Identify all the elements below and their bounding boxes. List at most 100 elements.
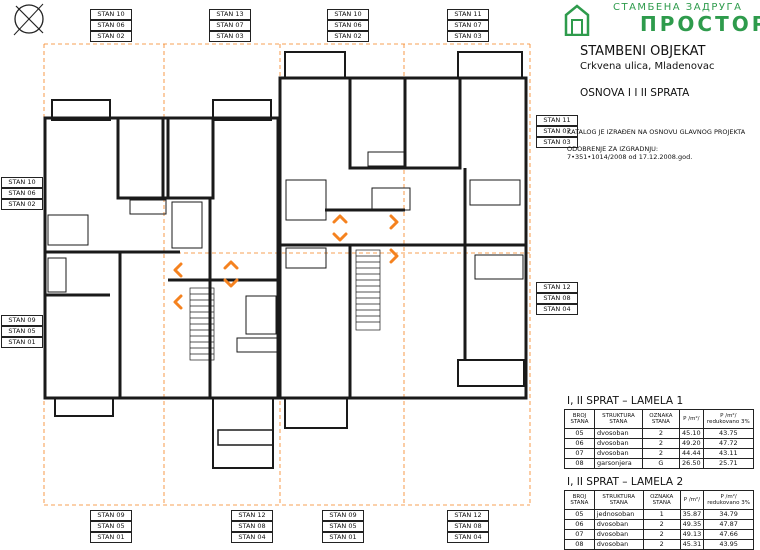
stan-label-bot-c-1: STAN 09 xyxy=(322,510,364,521)
stan-label-bot-b-3: STAN 04 xyxy=(231,532,273,543)
cell-povrsina: 44.44 xyxy=(679,448,704,459)
stan-label-bot-c-2: STAN 05 xyxy=(322,521,364,532)
table-row: 06 dvosoban 2 49.20 47.72 xyxy=(563,438,755,449)
stan-label-left-b-1: STAN 09 xyxy=(1,315,43,326)
cell-povrsina-red: 47.72 xyxy=(702,438,755,449)
lamela1-title: I, II SPRAT – LAMELA 1 xyxy=(567,395,684,407)
table-header-row: BROJ STANA STRUKTURA STANA OZNAKA STANA … xyxy=(563,409,755,429)
building-walls xyxy=(43,51,528,469)
stan-label-top-a-3: STAN 02 xyxy=(90,31,132,42)
stan-label-top-d-3: STAN 03 xyxy=(447,31,489,42)
cell-povrsina: 49.20 xyxy=(679,438,704,449)
cell-povrsina: 45.10 xyxy=(679,428,704,439)
cell-struktura: dvosoban xyxy=(593,529,644,540)
stan-label-left-b-3: STAN 01 xyxy=(1,337,43,348)
header-struktura: STRUKTURA STANA xyxy=(594,409,643,429)
cell-oznaka: 2 xyxy=(642,519,681,530)
dimension-lines xyxy=(43,43,531,506)
cell-povrsina: 49.35 xyxy=(679,519,705,530)
stan-label-left-b-2: STAN 05 xyxy=(1,326,43,337)
stan-label-right-b-3: STAN 04 xyxy=(536,304,578,315)
header-povrsina: P /m²/ xyxy=(679,409,704,429)
cell-struktura: dvosoban xyxy=(593,539,644,550)
table-row: 05 dvosoban 2 45.10 43.75 xyxy=(563,428,755,439)
cell-struktura: jednosoban xyxy=(593,509,644,520)
project-address: Crkvena ulica, Mladenovac xyxy=(580,61,715,72)
cell-oznaka: 1 xyxy=(642,509,681,520)
cell-povrsina-red: 34.79 xyxy=(703,509,754,520)
stan-label-top-b-3: STAN 03 xyxy=(209,31,251,42)
lamela2-table: BROJ STANA STRUKTURA STANA OZNAKA STANA … xyxy=(564,490,754,550)
stan-label-bot-d-1: STAN 12 xyxy=(447,510,489,521)
table-header-row: BROJ STANA STRUKTURA STANA OZNAKA STANA … xyxy=(564,490,754,510)
header-povrsina-red: P /m²/ redukovano 3% xyxy=(702,409,755,429)
stan-label-bot-b-1: STAN 12 xyxy=(231,510,273,521)
cell-oznaka: G xyxy=(641,458,681,469)
company-logo-icon xyxy=(564,4,590,36)
cell-oznaka: 2 xyxy=(642,539,681,550)
cell-broj: 06 xyxy=(563,438,596,449)
cell-broj: 07 xyxy=(564,529,595,540)
stan-label-top-b-2: STAN 07 xyxy=(209,20,251,31)
cell-broj: 05 xyxy=(563,428,596,439)
cell-struktura: dvosoban xyxy=(594,428,643,439)
stan-label-bot-a-2: STAN 05 xyxy=(90,521,132,532)
cell-struktura: dvosoban xyxy=(594,438,643,449)
company-name-main: ПРОСТОР xyxy=(640,12,760,36)
header-oznaka: OZNAKA STANA xyxy=(642,490,681,510)
stan-label-left-a-1: STAN 10 xyxy=(1,177,43,188)
table-row: 08 dvosoban 2 45.31 43.95 xyxy=(564,539,754,550)
stan-label-bot-d-2: STAN 08 xyxy=(447,521,489,532)
cell-povrsina: 35.87 xyxy=(679,509,705,520)
cell-oznaka: 2 xyxy=(641,448,681,459)
stan-label-right-a-1: STAN 11 xyxy=(536,115,578,126)
project-title: STAMBENI OBJEKAT xyxy=(580,44,706,59)
catalog-note: KATALOG JE IZRAĐEN NA OSNOVU GLAVNOG PRO… xyxy=(567,128,746,136)
floor-plan xyxy=(13,3,531,506)
cell-povrsina-red: 47.87 xyxy=(703,519,754,530)
stan-label-right-a-3: STAN 03 xyxy=(536,137,578,148)
cell-povrsina-red: 25.71 xyxy=(702,458,755,469)
cell-oznaka: 2 xyxy=(641,438,681,449)
cell-broj: 07 xyxy=(563,448,596,459)
permit-label: ODOBRENJE ZA IZGRADNJU: xyxy=(567,145,659,153)
header-povrsina: P /m²/ xyxy=(679,490,705,510)
cell-povrsina: 49.13 xyxy=(679,529,705,540)
stan-label-top-c-3: STAN 02 xyxy=(327,31,369,42)
header-povrsina-red: P /m²/ redukovano 3% xyxy=(703,490,754,510)
cell-struktura: dvosoban xyxy=(594,448,643,459)
cell-povrsina: 45.31 xyxy=(679,539,705,550)
header-struktura: STRUKTURA STANA xyxy=(593,490,644,510)
stan-label-top-a-1: STAN 10 xyxy=(90,9,132,20)
plan-subtitle: OSNOVA I I II SPRATA xyxy=(580,87,690,99)
cell-struktura: garsonjera xyxy=(594,458,643,469)
bathroom-fixtures xyxy=(47,151,524,353)
header-broj: BROJ STANA xyxy=(564,490,595,510)
entrance-arrows xyxy=(173,214,399,310)
table-row: 05 jednosoban 1 35.87 34.79 xyxy=(564,509,754,520)
cell-broj: 06 xyxy=(564,519,595,530)
north-arrow-icon xyxy=(13,3,44,36)
stan-label-right-a-2: STAN 07 xyxy=(536,126,578,137)
cell-povrsina-red: 43.11 xyxy=(702,448,755,459)
header-broj: BROJ STANA xyxy=(563,409,596,429)
cell-struktura: dvosoban xyxy=(593,519,644,530)
lamela1-table: BROJ STANA STRUKTURA STANA OZNAKA STANA … xyxy=(563,409,755,469)
company-name-top: СТАМБЕНА ЗАДРУГА xyxy=(613,2,743,13)
cell-oznaka: 2 xyxy=(641,428,681,439)
stan-label-right-b-1: STAN 12 xyxy=(536,282,578,293)
stan-label-bot-c-3: STAN 01 xyxy=(322,532,364,543)
stan-label-left-a-3: STAN 02 xyxy=(1,199,43,210)
table-row: 07 dvosoban 2 49.13 47.66 xyxy=(564,529,754,540)
stan-label-top-d-2: STAN 07 xyxy=(447,20,489,31)
stan-label-top-d-1: STAN 11 xyxy=(447,9,489,20)
stan-label-right-b-2: STAN 08 xyxy=(536,293,578,304)
cell-broj: 08 xyxy=(564,539,595,550)
permit-number: 7•351•1014/2008 od 17.12.2008.god. xyxy=(567,153,693,161)
stan-label-top-c-1: STAN 10 xyxy=(327,9,369,20)
table-row: 07 dvosoban 2 44.44 43.11 xyxy=(563,448,755,459)
table-row: 08 garsonjera G 26.50 25.71 xyxy=(563,458,755,469)
cell-povrsina-red: 43.95 xyxy=(703,539,754,550)
stan-label-left-a-2: STAN 06 xyxy=(1,188,43,199)
stan-label-bot-d-3: STAN 04 xyxy=(447,532,489,543)
